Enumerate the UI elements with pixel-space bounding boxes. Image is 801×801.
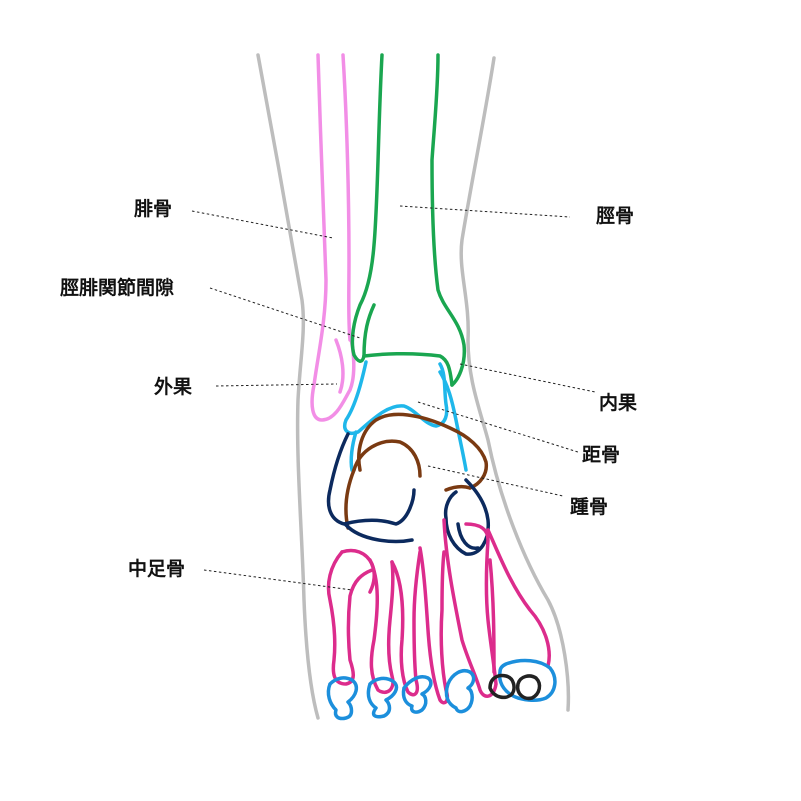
tibia-bone [350, 53, 467, 387]
leader-lateral-malleolus [215, 383, 338, 387]
leader-talus [417, 401, 579, 453]
cuboid [326, 432, 416, 526]
leader-tibiofibular-joint [209, 287, 361, 339]
sesamoid-lateral [488, 673, 516, 700]
leader-medial-malleolus [459, 363, 596, 393]
sesamoid-bones [488, 673, 542, 701]
fibula-shaft-inner [341, 53, 352, 342]
phalanx-2 [444, 669, 476, 714]
fibula-lower-edge [334, 338, 345, 394]
leg-outline-right [459, 56, 571, 712]
leg-outline-left [256, 53, 320, 720]
calcaneus-body [357, 412, 489, 490]
talus-dome [343, 360, 449, 435]
label-metatarsal: 中足骨 [128, 558, 186, 580]
cuneiform-lateral [344, 523, 414, 544]
calcaneus-inner [352, 439, 422, 478]
tibia-distal [362, 351, 454, 387]
label-tibia: 脛骨 [596, 205, 635, 227]
talus-medial [438, 370, 468, 472]
tibia-medial [430, 53, 467, 387]
label-calcaneus: 踵骨 [570, 496, 609, 518]
leader-lines [191, 205, 596, 591]
leader-tibia [399, 205, 571, 218]
metatarsal-2 [418, 546, 450, 705]
navicular-lower [456, 522, 480, 550]
metatarsal-1-head [486, 528, 551, 668]
label-medial-malleolus: 内果 [599, 392, 638, 414]
label-tibiofibular-joint: 脛腓関節間隙 [60, 277, 175, 299]
label-fibula: 腓骨 [134, 198, 173, 220]
metatarsal-4 [368, 558, 395, 695]
tibia-lateral [350, 53, 384, 363]
metatarsal-1 [442, 518, 498, 698]
talus-bone [343, 360, 468, 472]
leader-calcaneus [427, 465, 564, 497]
calcaneus-tail [444, 484, 472, 492]
metatarsal-bones [326, 518, 551, 705]
phalanx-4 [366, 676, 399, 719]
metatarsal-3 [390, 550, 422, 697]
calcaneus-heel [344, 468, 356, 530]
tibia-fibula-notch [362, 303, 376, 358]
phalanx-1 [497, 658, 557, 703]
leader-fibula [191, 210, 334, 239]
navicular [443, 478, 490, 556]
label-talus: 距骨 [582, 444, 621, 466]
metatarsal-1-lower [488, 558, 496, 674]
tarsal-bones [326, 432, 490, 556]
phalanx-3 [401, 675, 433, 714]
leg-outline [256, 53, 571, 720]
phalanx-5 [326, 676, 359, 721]
label-lateral-malleolus: 外果 [154, 376, 193, 398]
fibula-shaft [310, 53, 356, 422]
talus-neck [349, 430, 358, 472]
metatarsal-5 [326, 550, 374, 686]
sesamoid-medial [515, 674, 542, 701]
phalanx-bones [326, 658, 557, 721]
fibula-bone [310, 53, 356, 422]
